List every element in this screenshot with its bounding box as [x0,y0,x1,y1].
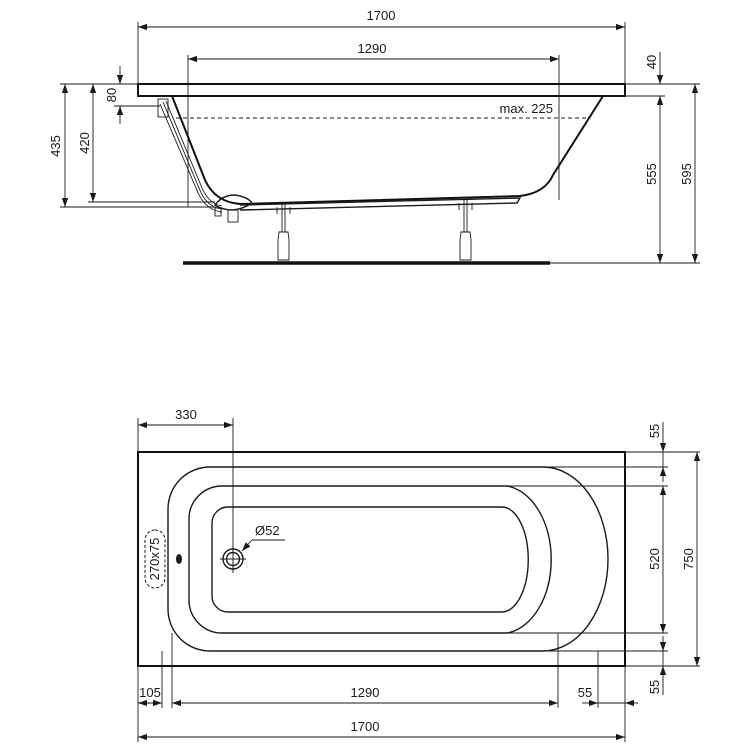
dimension-rim-bottom-55: 55 [647,636,667,695]
tub-base [239,197,522,211]
label-1290-side: 1290 [358,41,387,56]
label-105: 105 [139,685,161,700]
dimension-rim-top-55: 55 [647,422,667,482]
dimension-1700-top: 1700 [138,719,625,741]
dimension-overall-length-side: 1700 [137,8,626,84]
label-1290-top: 1290 [351,685,380,700]
dimension-435: 435 [48,84,69,207]
dimension-595: 595 [679,84,699,263]
label-rim-bottom-55: 55 [647,680,662,694]
dimension-750: 750 [681,452,701,666]
dimension-80: 80 [104,66,124,124]
drain-symbol: Ø52 [220,523,285,573]
label-555: 555 [644,163,659,185]
label-330: 330 [175,407,197,422]
dimension-105: 105 [138,685,162,707]
label-420: 420 [77,132,92,154]
dimension-40: 40 [644,52,664,84]
inner-basin-contour [211,506,529,613]
label-drain-diameter: Ø52 [255,523,280,538]
label-1700-side: 1700 [367,8,396,23]
overflow-waste-pipe [157,98,253,223]
dimension-520: 520 [647,486,667,633]
support-leg-right [458,200,473,261]
dimension-inner-length-side: 1290 [187,41,560,207]
tub-shell [171,95,604,206]
dimension-1290-top: 1290 [172,685,558,707]
label-750: 750 [681,548,696,570]
label-55-right: 55 [578,685,592,700]
label-overflow-cutout: 270x75 [147,538,162,581]
dimension-555: 555 [644,96,664,263]
dimension-420: 420 [77,84,97,202]
label-rim-top-55: 55 [647,424,662,438]
label-water-level: max. 225 [500,101,553,116]
label-1700-top: 1700 [351,719,380,734]
dimension-55-bottom-right: 55 [578,685,638,707]
tub-rim [137,83,626,97]
label-80: 80 [104,88,119,102]
label-595: 595 [679,163,694,185]
outer-rim-contour [167,466,609,652]
side-view: 1700 1290 max. 225 [48,8,700,265]
top-view: 330 270x75 Ø52 [137,407,701,742]
tub-outline-top [137,451,626,667]
middle-contour [188,485,552,634]
label-435: 435 [48,135,63,157]
overflow-cutout-outline [144,529,166,589]
support-leg-left [276,204,291,261]
overflow-hole [176,554,182,564]
label-520: 520 [647,548,662,570]
label-40: 40 [644,55,659,69]
